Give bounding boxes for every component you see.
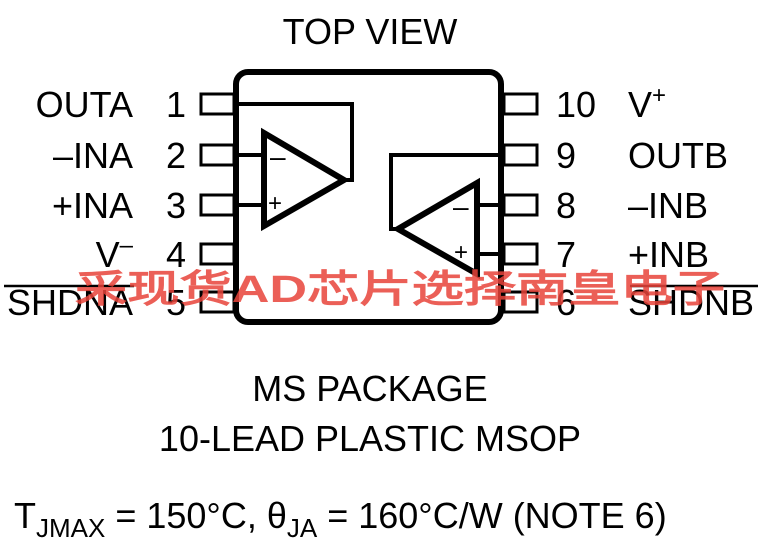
opamp-a-output-wire	[238, 102, 354, 182]
left-pin-numbers: 1 2 3 4 5	[166, 84, 186, 323]
pin-number: 8	[556, 185, 576, 226]
diagram-title: TOP VIEW	[283, 11, 458, 52]
pin-number: 2	[166, 135, 186, 176]
package-type: 10-LEAD PLASTIC MSOP	[159, 418, 581, 459]
right-pin-numbers: 10 9 8 7 6	[556, 84, 596, 323]
pin-name-superscript: +	[652, 82, 666, 109]
theta-ja-subscript: JA	[287, 513, 318, 543]
package-name: MS PACKAGE	[252, 368, 487, 409]
right-pin-stubs	[502, 92, 539, 314]
pin-name-superscript: –	[120, 232, 134, 259]
opamp-a-plus-sign: +	[268, 190, 282, 217]
pin-number: 7	[556, 234, 576, 275]
pin-number: 10	[556, 84, 596, 125]
opamp-b-minus-sign: –	[453, 191, 469, 222]
pin-name-base: V	[96, 234, 120, 275]
pin-3-stub	[199, 193, 236, 217]
pin-name: V+	[628, 82, 666, 125]
pin-name: OUTA	[36, 84, 133, 125]
tjmax-value: = 150°C,	[105, 495, 267, 536]
pin-9-stub	[502, 143, 539, 167]
pin-10-stub	[502, 92, 539, 116]
pin-number: 3	[166, 185, 186, 226]
right-pin-names: V+ OUTB –INB +INB SHDNB	[628, 82, 754, 323]
pin-2-stub	[199, 143, 236, 167]
opamp-b-plus-sign: +	[454, 239, 468, 266]
opamp-a-triangle	[261, 127, 350, 232]
pin-name: –INB	[628, 185, 708, 226]
pin-name: SHDNB	[628, 282, 754, 323]
pin-number: 5	[166, 282, 186, 323]
pin-5-stub	[199, 290, 236, 314]
theta-ja-value: = 160°C/W (NOTE 6)	[317, 495, 666, 536]
left-pin-names: OUTA –INA +INA V– SHDNA	[7, 84, 134, 323]
pin-name: +INB	[628, 234, 709, 275]
opamp-b-output-wire	[389, 153, 499, 231]
opamp-b-triangle	[391, 177, 480, 280]
pin-1-stub	[199, 92, 236, 116]
tjmax-subscript: JMAX	[36, 513, 105, 543]
opamp-b: – +	[389, 153, 499, 280]
pin-6-stub	[502, 290, 539, 314]
opamp-a: – +	[238, 102, 354, 232]
left-pin-stubs	[199, 92, 236, 314]
watermark-text: 采现货AD芯片选择南皇电子	[75, 269, 725, 311]
pin-8-stub	[502, 193, 539, 217]
pin-name: –INA	[53, 135, 133, 176]
pin-name: SHDNA	[7, 282, 133, 323]
ic-package-body	[233, 69, 504, 325]
pin-name-base: V	[628, 84, 652, 125]
opamp-a-minus-sign: –	[270, 141, 286, 172]
theta-ja-symbol: θ	[267, 495, 287, 536]
pin-name: V–	[96, 232, 134, 275]
thermal-spec: TJMAX = 150°C, θJA = 160°C/W (NOTE 6)	[14, 495, 667, 543]
pin-number: 6	[556, 282, 576, 323]
pin-number: 4	[166, 234, 186, 275]
pin-number: 9	[556, 135, 576, 176]
pin-name: OUTB	[628, 135, 728, 176]
pin-number: 1	[166, 84, 186, 125]
pin-7-stub	[502, 242, 539, 266]
tjmax-symbol: T	[14, 495, 36, 536]
pin-4-stub	[199, 242, 236, 266]
pin-name: +INA	[52, 185, 133, 226]
